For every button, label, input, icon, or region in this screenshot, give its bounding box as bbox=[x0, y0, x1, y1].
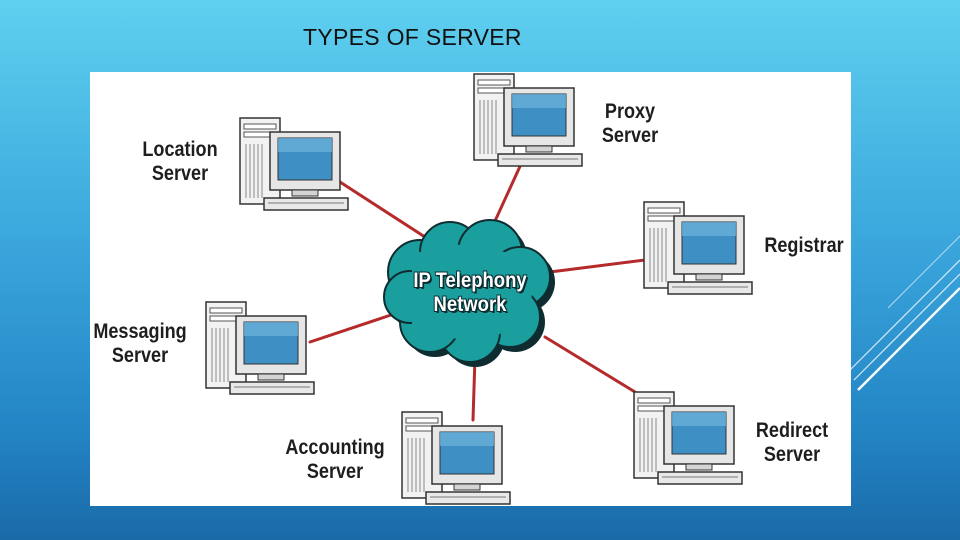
redirect-server-computer-icon bbox=[633, 391, 743, 485]
link-registrar bbox=[548, 258, 647, 274]
messaging-server-label: Messaging Server bbox=[93, 320, 187, 367]
messaging-server-computer-icon bbox=[205, 301, 315, 395]
proxy-server-label: Proxy Server bbox=[601, 100, 659, 147]
ip-telephony-cloud bbox=[383, 219, 555, 367]
registrar-computer-icon bbox=[643, 201, 753, 295]
location-server-label: Location Server bbox=[142, 138, 218, 185]
redirect-server-label: Redirect Server bbox=[755, 419, 829, 466]
link-accounting bbox=[471, 355, 477, 422]
decorative-lines bbox=[849, 235, 960, 391]
accounting-server-label: Accounting Server bbox=[285, 436, 385, 483]
diagram-panel: IP Telephony Network Proxy Server Locati… bbox=[90, 72, 851, 506]
accounting-server-computer-icon bbox=[401, 411, 511, 505]
link-redirect bbox=[543, 335, 637, 394]
registrar-label: Registrar bbox=[764, 234, 844, 257]
link-messaging bbox=[308, 310, 402, 344]
network-label-line1: IP Telephony bbox=[413, 269, 527, 292]
slide-title: TYPES OF SERVER bbox=[303, 24, 522, 50]
network-label-line2: Network bbox=[433, 293, 507, 316]
network-label: IP Telephony Network bbox=[400, 269, 541, 317]
network-diagram bbox=[205, 73, 753, 505]
proxy-server-computer-icon bbox=[473, 73, 583, 167]
location-server-computer-icon bbox=[239, 117, 349, 211]
link-location bbox=[338, 180, 427, 239]
